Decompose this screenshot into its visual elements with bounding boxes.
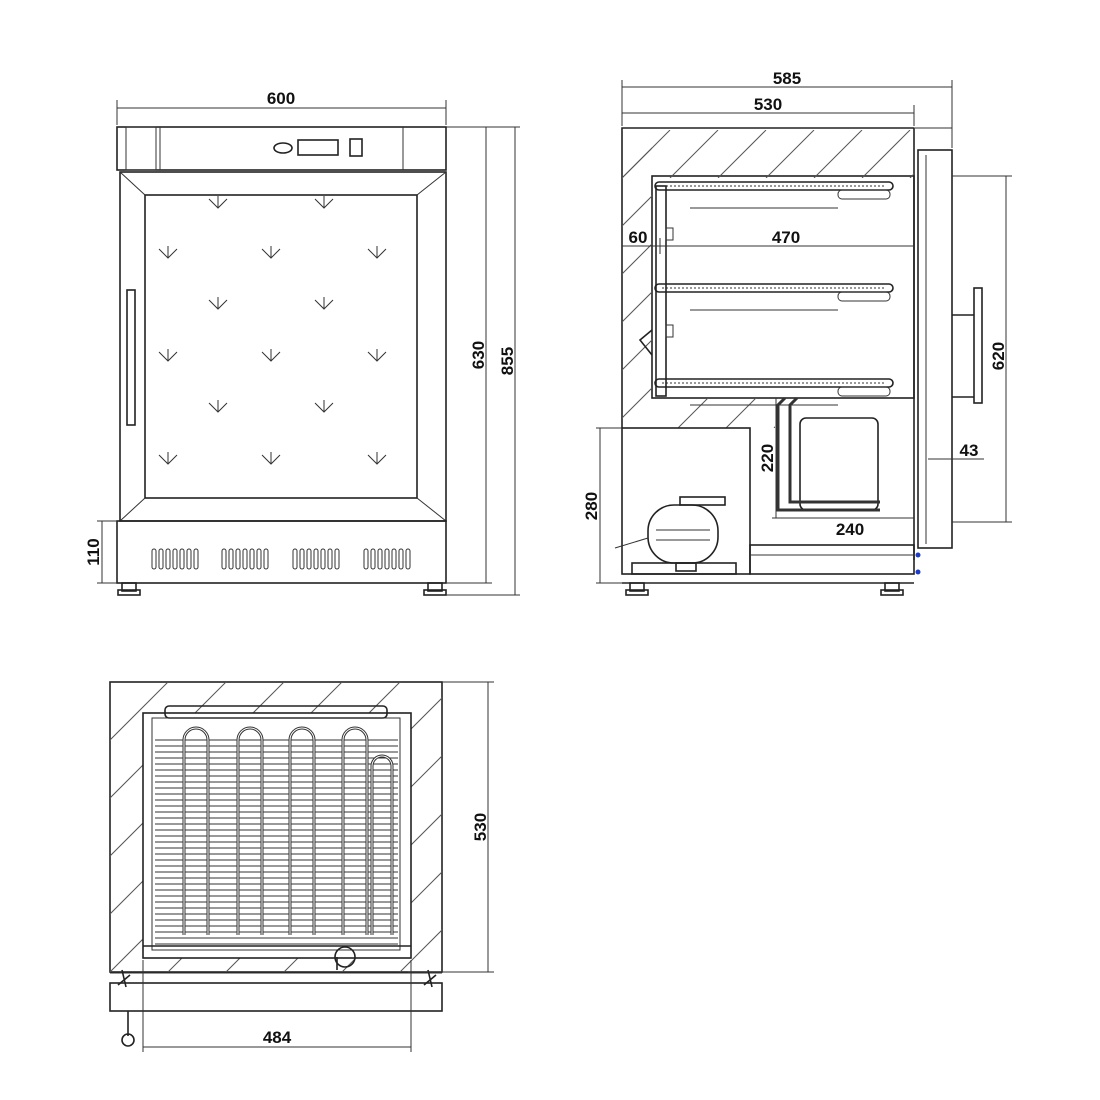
shelf: [654, 181, 894, 191]
door-frame: [119, 171, 447, 522]
front-view: 600 630 855 110: [84, 89, 520, 596]
shelf: [654, 378, 894, 388]
drain-fitting: [334, 946, 356, 968]
vent-slot: [193, 548, 199, 570]
dim-front-base-height: 110: [84, 538, 103, 565]
dim-side-body-depth: 530: [754, 95, 782, 114]
vent-slot: [327, 548, 333, 570]
base-grille: [116, 520, 447, 584]
dim-side-shelf-offset: 60: [629, 228, 648, 247]
vent-slot: [256, 548, 262, 570]
compressor: [614, 496, 726, 572]
arrow-icon: [314, 400, 334, 413]
arrow-icon: [314, 297, 334, 310]
arrow-icon: [261, 349, 281, 362]
control-panel: [116, 126, 447, 171]
side-door: [917, 149, 953, 549]
vent-slot: [158, 548, 164, 570]
vent-slot: [405, 548, 411, 570]
vent-slot: [384, 548, 390, 570]
vent-slot: [398, 548, 404, 570]
arrow-icon: [367, 452, 387, 465]
door-handle: [126, 289, 136, 426]
dim-front-width: 600: [267, 89, 295, 108]
vent-slot: [172, 548, 178, 570]
dim-side-step-height: 220: [758, 444, 777, 472]
dim-front-cabinet-height: 630: [469, 341, 488, 369]
vent-slot: [179, 548, 185, 570]
vent-slot: [151, 548, 157, 570]
arrow-icon: [314, 196, 334, 209]
shelf: [654, 283, 894, 293]
vent-slot: [363, 548, 369, 570]
dim-side-interior-height: 620: [989, 342, 1008, 370]
vent-slot: [228, 548, 234, 570]
dim-side-door-thickness: 43: [960, 441, 979, 460]
dim-side-total-depth: 585: [773, 69, 801, 88]
top-hinge-left: [117, 969, 131, 988]
top-hinge-right: [423, 969, 437, 988]
vent-slot: [186, 548, 192, 570]
arrow-icon: [158, 452, 178, 465]
arrow-icon: [261, 246, 281, 259]
condenser-coils: [155, 726, 398, 945]
vent-slot: [320, 548, 326, 570]
arrow-icon: [158, 246, 178, 259]
arrow-icon: [208, 297, 228, 310]
arrow-icon: [367, 349, 387, 362]
dim-side-compressor-height: 280: [582, 492, 601, 520]
floor-insulation: [660, 398, 775, 428]
vent-slot: [292, 548, 298, 570]
vent-slot: [377, 548, 383, 570]
side-view: 585 530 60 470 620 43 280 220 240: [582, 69, 1012, 596]
dim-front-total-height: 855: [498, 347, 517, 375]
dim-side-step-depth: 240: [836, 520, 864, 539]
top-outer: [109, 681, 443, 973]
top-view: 530 484: [109, 681, 494, 1052]
power-button-icon: [273, 142, 293, 154]
arrow-icon: [261, 452, 281, 465]
compressor-compartment: [621, 427, 751, 575]
airflow-arrows: [158, 196, 387, 465]
shelves: [638, 181, 894, 406]
vent-slot: [263, 548, 269, 570]
vent-slot: [242, 548, 248, 570]
vent-slot: [391, 548, 397, 570]
dim-top-width: 484: [263, 1028, 292, 1047]
vent-slots: [151, 548, 411, 570]
arrow-icon: [158, 349, 178, 362]
vent-slot: [370, 548, 376, 570]
vent-slot: [299, 548, 305, 570]
vent-slot: [221, 548, 227, 570]
arrow-icon: [367, 246, 387, 259]
glass-panel: [144, 194, 418, 499]
control-button: [349, 138, 363, 157]
top-handle-knob: [121, 1033, 135, 1047]
inner-cavity: [651, 175, 915, 399]
dim-top-depth: 530: [471, 813, 490, 841]
vent-slot: [249, 548, 255, 570]
vent-slot: [235, 548, 241, 570]
vent-slot: [306, 548, 312, 570]
display-panel: [297, 139, 339, 156]
evaporator: [799, 417, 879, 511]
vent-slot: [313, 548, 319, 570]
vent-slot: [165, 548, 171, 570]
arrow-icon: [208, 196, 228, 209]
arrow-icon: [208, 400, 228, 413]
dim-side-shelf-depth: 470: [772, 228, 800, 247]
top-insulation: [622, 130, 914, 178]
side-door-handle: [973, 287, 983, 404]
vent-slot: [334, 548, 340, 570]
top-door: [109, 982, 443, 1012]
